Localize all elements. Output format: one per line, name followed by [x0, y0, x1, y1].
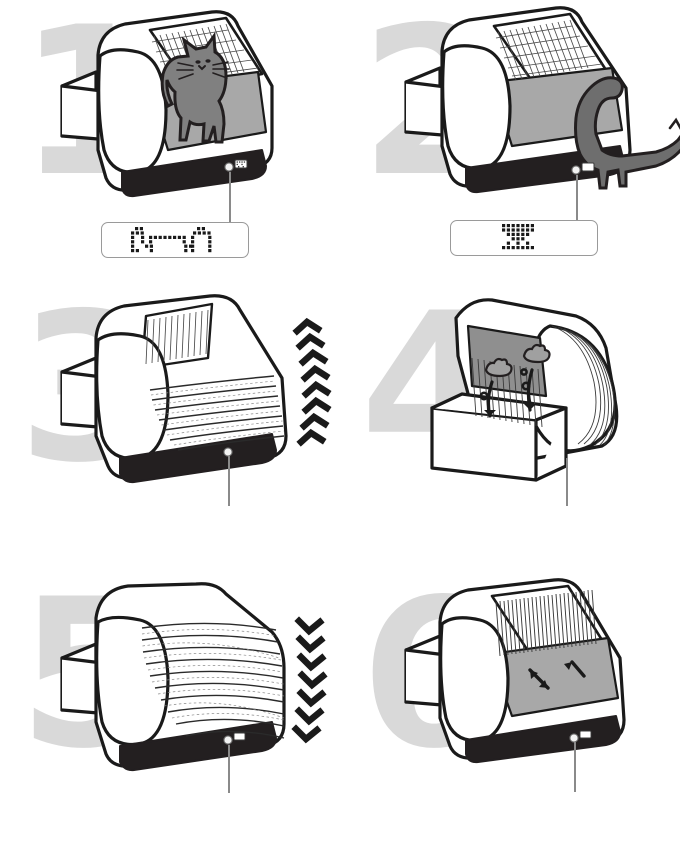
illustration-drum-rotates-back [0, 572, 340, 787]
instruction-panel-6: 6 [340, 572, 680, 859]
leader-line [229, 172, 231, 222]
display-callout-2 [450, 220, 598, 256]
led-indicator-icon [223, 732, 246, 745]
leader-line [574, 742, 576, 792]
instruction-panel-4: 4 [340, 286, 680, 572]
led-indicator-icon [571, 162, 595, 175]
illustration-waste-falls [340, 286, 680, 501]
illustration-cat-enters [0, 0, 340, 215]
leader-line [566, 458, 568, 506]
led-indicator-icon [223, 447, 233, 457]
waste-clump-icon [484, 343, 551, 378]
illustration-cat-exits [340, 0, 680, 215]
leader-line [228, 745, 230, 793]
led-indicator-icon [224, 159, 248, 172]
rotation-arrows-down [291, 616, 328, 744]
instruction-panel-5: 5 [0, 572, 340, 859]
instruction-panel-2: 2 [340, 0, 680, 286]
rotation-arrows-up [292, 317, 332, 447]
leader-line [228, 456, 230, 506]
arrow-head-icon [484, 404, 536, 416]
illustration-ready-state [340, 572, 680, 787]
instruction-panel-1: 1 [0, 0, 340, 286]
cat-face-icon [131, 227, 212, 253]
display-callout-1 [101, 222, 249, 258]
led-indicator-icon [569, 730, 592, 743]
leader-line [576, 175, 578, 220]
illustration-drum-rotates-forward [0, 286, 340, 501]
instruction-panel-3: 3 [0, 286, 340, 572]
hourglass-timer-icon [502, 224, 534, 250]
